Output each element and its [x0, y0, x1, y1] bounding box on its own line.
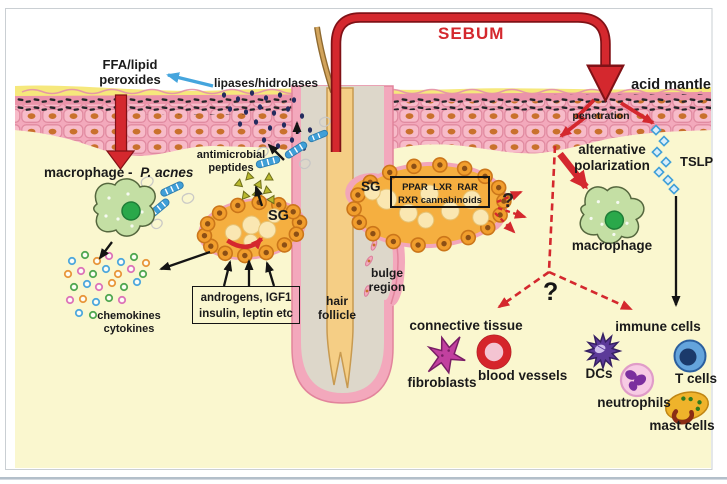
- label-acid-mantle: acid mantle: [631, 77, 711, 93]
- bacterium-rod: [308, 129, 328, 143]
- label-tslp: TSLP: [680, 154, 714, 169]
- hair-shaft-inner: [326, 87, 354, 389]
- ffa-release-arrow: [105, 94, 136, 170]
- label-sebum: SEBUM: [438, 24, 505, 43]
- hormones-box: androgens, IGF1 insulin, leptin etc: [192, 286, 300, 324]
- label-macrophage-right: macrophage: [571, 238, 653, 253]
- fibroblast-cell: [426, 335, 466, 375]
- question-mark-sg: ?: [502, 190, 515, 212]
- dendritic-cell: [583, 331, 623, 371]
- mast-cell: [665, 391, 709, 425]
- label-connective-tissue: connective tissue: [409, 318, 523, 333]
- label-macrophage-p-acnes: macrophage - P. acnes: [44, 165, 194, 180]
- bacterium-rod: [255, 155, 281, 169]
- sebaceous-gland-left: [196, 194, 308, 264]
- neutrophil-cell: [619, 362, 655, 398]
- label-dcs: DCs: [585, 366, 613, 381]
- hair-follicle-structure: [291, 26, 405, 404]
- label-sg-right: SG: [361, 179, 381, 194]
- bacterium-rod: [160, 181, 184, 197]
- label-mast-cells: mast cells: [649, 418, 715, 433]
- blood-vessel: [476, 334, 512, 370]
- t-cell: [673, 339, 707, 373]
- label-ffa-lipid-peroxides: FFA/lipid peroxides: [99, 57, 161, 88]
- question-mark-fork: ?: [543, 278, 559, 306]
- figure-frame: [0, 8, 727, 480]
- sebum-flow-arrow: [226, 237, 264, 250]
- alternative-polarization-arrow: [557, 151, 589, 190]
- label-penetration: penetration: [572, 110, 630, 122]
- label-fibroblasts: fibroblasts: [407, 375, 477, 390]
- chemokine-cytokine-dots: [63, 250, 151, 320]
- receptors-box: PPAR LXR RAR RXR cannabinoids: [390, 176, 490, 208]
- black-arrows: [98, 121, 302, 287]
- sebum-arrow: [330, 12, 625, 152]
- tslp-diamonds: [650, 124, 680, 195]
- penetration-arrows: [559, 98, 655, 138]
- label-antimicrobial-peptides: antimicrobial peptides: [196, 149, 266, 174]
- bacteria-ghost-squiggles: [140, 116, 331, 230]
- lipase-to-ffa-arrow: [166, 72, 214, 88]
- dashed-pathway-lines: [494, 145, 633, 311]
- label-t-cells: T cells: [674, 371, 718, 386]
- label-hair-follicle: hair follicle: [317, 294, 356, 323]
- label-lipases-hidrolases: lipases/hidrolases: [214, 76, 319, 90]
- bacterium-rod: [284, 141, 308, 159]
- label-neutrophils: neutrophils: [597, 395, 671, 410]
- label-blood-vessels: blood vessels: [478, 368, 568, 383]
- label-immune-cells: immune cells: [615, 319, 701, 334]
- label-alternative-polarization: alternative polarization: [574, 142, 650, 173]
- macrophage-cell-right: [579, 186, 645, 245]
- label-chemokines-cytokines: chemokines cytokines: [97, 310, 161, 335]
- macrophage-cell-left: [93, 178, 156, 237]
- label-sg-left: SG: [268, 208, 289, 224]
- label-bulge-region: bulge region: [368, 266, 406, 295]
